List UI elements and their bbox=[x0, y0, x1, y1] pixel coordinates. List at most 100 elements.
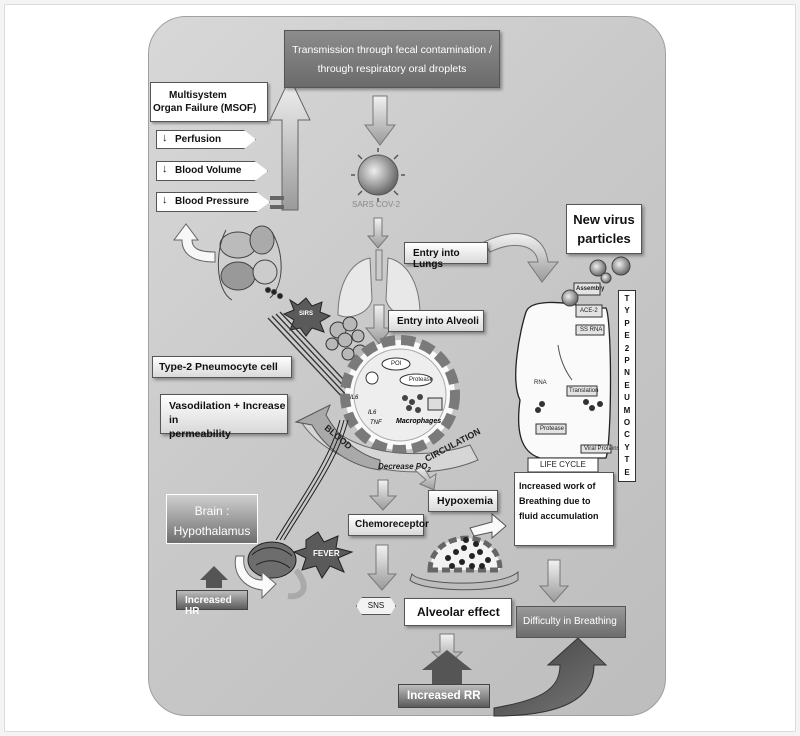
new-virus-line1: New virus bbox=[573, 212, 635, 227]
brain-box: Brain : Hypothalamus bbox=[166, 494, 258, 544]
increased-work-line3: fluid accumulation bbox=[519, 511, 599, 521]
life-cycle-label: LIFE CYCLE bbox=[540, 460, 586, 469]
decrease-po2-label: Decrease PO2 bbox=[378, 462, 431, 474]
increased-work-line2: Breathing due to bbox=[519, 496, 591, 506]
difficulty-box: Difficulty in Breathing bbox=[516, 606, 626, 638]
new-virus-line2: particles bbox=[577, 231, 631, 246]
fluid-alveolus-icon bbox=[409, 535, 519, 591]
sars-virus-icon bbox=[351, 148, 405, 202]
arrow-lungs-alveoli bbox=[364, 304, 394, 345]
blood-volume-label: Blood Volume bbox=[175, 165, 242, 176]
vertical-letter: E bbox=[624, 380, 630, 390]
arrow-brain-swirl bbox=[234, 555, 277, 600]
rna-label: RNA bbox=[534, 380, 547, 386]
transmission-line2: through respiratory oral droplets bbox=[317, 63, 467, 75]
brain-vessel-lines bbox=[275, 419, 349, 541]
vertical-letter: 2 bbox=[624, 343, 630, 353]
ss-rna-label: SS RNA bbox=[580, 327, 603, 333]
brain-line1: Brain : bbox=[194, 504, 230, 518]
vertical-letter: O bbox=[623, 418, 631, 428]
vertical-letter: T bbox=[624, 294, 630, 303]
msof-box: Multisystem Organ Failure (MSOF) bbox=[150, 82, 268, 122]
entry-lungs-box: Entry into Lungs bbox=[404, 242, 488, 270]
cell-protease-label: Protease bbox=[409, 377, 434, 383]
alveolar-effect-box: Alveolar effect bbox=[404, 598, 512, 626]
transmission-box: Transmission through fecal contamination… bbox=[284, 30, 500, 88]
msof-line1: Multisystem bbox=[169, 90, 227, 101]
increased-work-line1: Increased work of bbox=[519, 481, 596, 491]
sirs-burst bbox=[282, 297, 332, 337]
po2-subscript: 2 bbox=[427, 467, 431, 474]
rr-up-arrow bbox=[422, 650, 472, 684]
hypoxemia-box: Hypoxemia bbox=[428, 490, 498, 512]
alveoli-cluster-icon bbox=[325, 316, 368, 361]
alveolar-effect-label: Alveolar effect bbox=[417, 605, 500, 619]
vasodilation-line1: Vasodilation + Increase in bbox=[169, 400, 286, 426]
sns-label: SNS bbox=[367, 601, 385, 610]
entry-lungs-label: Entry into Lungs bbox=[413, 248, 460, 270]
down-arrow-icon: ↓ bbox=[162, 132, 168, 144]
type2-pneumocyte-vertical-box: T Y P E 2 P N E U M O C Y T E bbox=[618, 290, 636, 482]
vertical-letter: Y bbox=[624, 442, 630, 452]
decrease-po2-text: Decrease PO bbox=[378, 462, 428, 471]
down-arrow-icon: ↓ bbox=[162, 163, 168, 175]
arrow-to-difficulty bbox=[538, 559, 570, 603]
chemoreceptor-box: Chemoreceptor bbox=[348, 514, 429, 536]
sirs-label: SIRS bbox=[299, 311, 314, 317]
brain-icon bbox=[247, 541, 297, 579]
down-arrow-icon: ↓ bbox=[162, 194, 168, 206]
hr-up-arrow bbox=[200, 566, 228, 588]
heart-organs-icon bbox=[217, 225, 283, 301]
vasodilation-line2: permeability bbox=[169, 428, 231, 440]
increased-rr-label: Increased RR bbox=[407, 690, 481, 702]
type2-cell-label: Type-2 Pneumocyte cell bbox=[159, 361, 278, 373]
arrow-virus-lungs bbox=[366, 217, 390, 249]
vertical-letter: M bbox=[623, 405, 631, 415]
vertical-letter: E bbox=[624, 331, 630, 341]
increased-hr-label: Increased HR bbox=[185, 595, 232, 617]
sars-label: SARS COV-2 bbox=[352, 200, 401, 209]
perfusion-label: Perfusion bbox=[175, 134, 222, 145]
arrow-to-hypoxemia bbox=[414, 465, 437, 491]
life-cycle-panel bbox=[515, 256, 631, 459]
vertical-letter: P bbox=[624, 318, 630, 328]
arrow-organs-return bbox=[173, 223, 216, 263]
sns-box: SNS bbox=[356, 597, 396, 615]
pneumocyte-cell bbox=[340, 335, 460, 455]
arrow-fever-swirl bbox=[287, 568, 307, 600]
arrow-transmission-virus bbox=[364, 95, 396, 146]
blood-pressure-label: Blood Pressure bbox=[175, 196, 249, 207]
msof-line2: Organ Failure (MSOF) bbox=[153, 103, 257, 114]
il6-label-1: IL6 bbox=[350, 395, 359, 401]
new-virus-box: New virus particles bbox=[566, 204, 642, 254]
entry-alveoli-label: Entry into Alveoli bbox=[397, 316, 479, 327]
vertical-letter: Y bbox=[624, 306, 630, 316]
arrow-to-chemoreceptor bbox=[368, 479, 398, 511]
increased-hr-box: Increased HR bbox=[176, 590, 248, 617]
perfusion-box: ↓ Perfusion bbox=[156, 130, 256, 149]
arrow-hypoxemia-right bbox=[469, 512, 507, 540]
vertical-letter: N bbox=[624, 368, 630, 378]
lungs-icon bbox=[337, 249, 421, 318]
vertical-letter: U bbox=[624, 393, 630, 403]
increased-rr-box: Increased RR bbox=[398, 684, 490, 708]
ace2-label: ACE-2 bbox=[580, 308, 598, 314]
blood-pressure-box: ↓ Blood Pressure bbox=[156, 192, 270, 212]
arrow-lungs-newvirus bbox=[483, 233, 560, 283]
vertical-letter: E bbox=[624, 467, 630, 477]
type2-cell-box: Type-2 Pneumocyte cell bbox=[152, 356, 292, 378]
il6-label-2: IL6 bbox=[368, 410, 377, 416]
poi-label: POI bbox=[391, 361, 402, 367]
blood-volume-box: ↓ Blood Volume bbox=[156, 161, 268, 181]
vertical-letter: C bbox=[624, 430, 630, 440]
lc-protease-label: Protease bbox=[540, 426, 565, 432]
viral-proteins-label: Viral Proteins bbox=[584, 446, 620, 452]
fever-burst bbox=[292, 531, 354, 579]
vasodilation-box: Vasodilation + Increase in permeability bbox=[160, 394, 288, 440]
macrophages-label: Macrophages bbox=[396, 418, 442, 425]
chemoreceptor-label: Chemoreceptor bbox=[355, 519, 429, 530]
vertical-letter: T bbox=[624, 455, 630, 465]
translation-label: Translation bbox=[569, 388, 599, 394]
arrow-chemo-down bbox=[366, 544, 398, 591]
